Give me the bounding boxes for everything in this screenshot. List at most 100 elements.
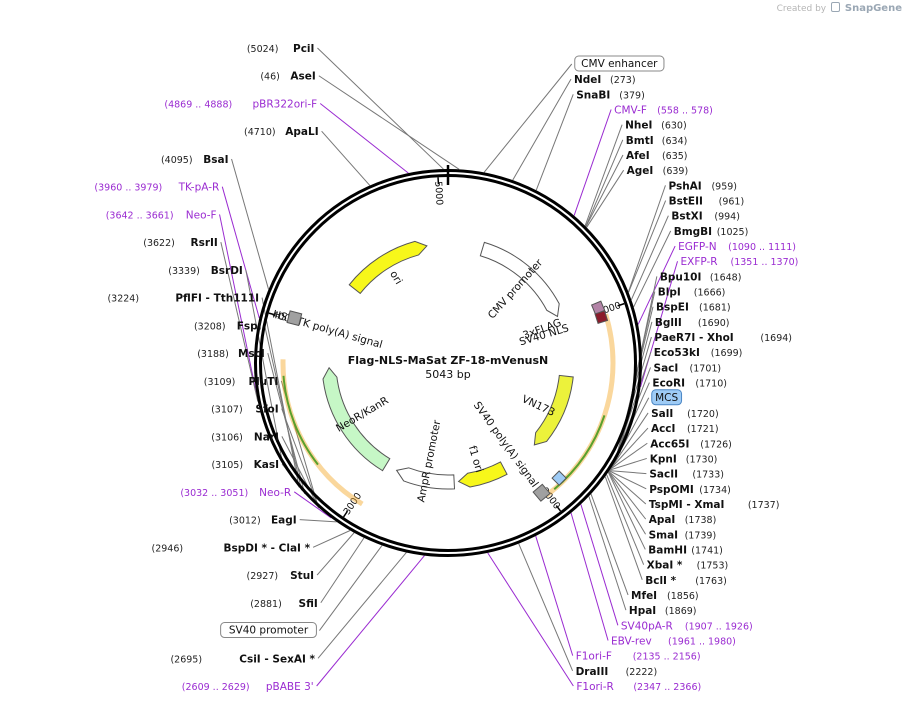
site-agei[interactable]: AgeI(639)	[627, 165, 689, 177]
primer-tk-pa-r[interactable]: TK-pA-R(3960 .. 3979)	[94, 182, 219, 194]
primer-egfp-n[interactable]: EGFP-N(1090 .. 1111)	[678, 241, 796, 253]
site-nari[interactable]: NarI(3106)	[211, 431, 279, 443]
site-afei[interactable]: AfeI (635)	[626, 150, 688, 162]
site-eco53ki[interactable]: Eco53kI(1699)	[654, 347, 743, 359]
center-title: Flag-NLS-MaSat ZF-18-mVenusN 5043 bp	[348, 354, 549, 381]
site-bspei[interactable]: BspEI(1681)	[656, 302, 731, 314]
site-paer7i[interactable]: PaeR7I - XhoI(1694)	[654, 332, 792, 344]
site-nhei[interactable]: NheI(630)	[625, 120, 687, 132]
ori-arrow[interactable]	[348, 240, 428, 295]
site-name: AfeI	[626, 150, 650, 162]
leader-f1ori-r	[487, 552, 574, 687]
site-kpni[interactable]: KpnI(1730)	[650, 453, 718, 465]
primer-cmv-f[interactable]: CMV-F(558 .. 578)	[614, 105, 713, 117]
site-name: SnaBI	[576, 89, 610, 101]
site-bamhi[interactable]: BamHI(1741)	[648, 544, 723, 556]
site-bpu10i[interactable]: Bpu10I(1648)	[660, 271, 742, 283]
site-pflfi[interactable]: PflFI - Tth111I(3224)	[107, 293, 259, 305]
site-asei[interactable]: AseI(46)	[260, 71, 316, 83]
site-pcii[interactable]: PciI(5024)	[247, 43, 315, 55]
mcs-feature[interactable]	[551, 470, 567, 486]
site-position: (2946)	[152, 543, 184, 554]
site-draiii[interactable]: DraIII(2222)	[576, 666, 658, 678]
site-position: (1701)	[690, 363, 722, 374]
site-position: (1730)	[686, 454, 718, 465]
leader-apai	[608, 471, 647, 520]
site-name: CMV-F	[614, 105, 647, 117]
sv40-nls-feature[interactable]	[594, 310, 609, 325]
site-saci[interactable]: SacI(1701)	[654, 362, 722, 374]
site-bcli[interactable]: BclI *(1763)	[645, 575, 727, 587]
site-name: PaeR7I - XhoI	[654, 332, 733, 344]
site-bsrdi[interactable]: BsrDI(3339)	[168, 265, 243, 277]
site-bspdi[interactable]: BspDI * - ClaI *(2946)	[152, 542, 311, 554]
primer-sv40pa-r[interactable]: SV40pA-R(1907 .. 1926)	[621, 620, 753, 632]
site-bsteii[interactable]: BstEII(961)	[669, 196, 745, 208]
site-sfoi[interactable]: SfoI(3107)	[211, 404, 279, 416]
primer-pbabe-3[interactable]: pBABE 3'(2609 .. 2629)	[182, 681, 314, 693]
site-position: (46)	[260, 72, 280, 83]
site-sfii[interactable]: SfiI(2881)	[250, 598, 318, 610]
site-xbai[interactable]: XbaI *(1753)	[647, 560, 729, 572]
site-smai[interactable]: SmaI(1739)	[649, 529, 717, 541]
backbone-ring	[254, 165, 642, 557]
primer-neo-f[interactable]: Neo-F(3642 .. 3661)	[106, 209, 217, 221]
site-ecori[interactable]: EcoRI(1710)	[652, 378, 727, 390]
site-snabi[interactable]: SnaBI (379)	[576, 89, 645, 101]
site-fspi[interactable]: FspI(3208)	[194, 320, 262, 332]
site-name: TspMI - XmaI	[649, 499, 725, 511]
site-position: (2927)	[247, 571, 279, 582]
site-msci[interactable]: MscI(3188)	[197, 348, 265, 360]
feature-tag-cmv-enhancer[interactable]: CMV enhancer	[574, 55, 665, 72]
cmv-promoter-arrow[interactable]	[479, 241, 560, 318]
leader-bmti	[585, 139, 624, 227]
site-stui[interactable]: StuI(2927)	[247, 570, 315, 582]
site-position: (635)	[662, 151, 688, 162]
site-bsai[interactable]: BsaI(4095)	[161, 154, 229, 166]
site-acc65i[interactable]: Acc65I(1726)	[650, 438, 732, 450]
feature-tag-mcs[interactable]: MCS	[651, 389, 683, 406]
site-pspomi[interactable]: PspOMI(1734)	[649, 484, 731, 496]
site-apali[interactable]: ApaLI(4710)	[244, 126, 319, 138]
site-mfei[interactable]: MfeI(1856)	[631, 590, 699, 602]
site-position: (379)	[619, 90, 645, 101]
site-name: RsrII	[191, 237, 218, 249]
site-ndei[interactable]: NdeI(273)	[574, 74, 636, 86]
neor-kanr-arrow[interactable]	[322, 366, 391, 472]
site-sali[interactable]: SalI(1720)	[651, 408, 719, 420]
vn173-arrow[interactable]	[533, 374, 574, 446]
primer-exfp-r[interactable]: EXFP-R(1351 .. 1370)	[681, 256, 799, 268]
sv40-poly-a-signal-feature[interactable]	[532, 483, 551, 502]
site-bmgbi[interactable]: BmgBI(1025)	[674, 226, 749, 238]
site-apai[interactable]: ApaI(1738)	[649, 514, 717, 526]
f1-ori-arrow[interactable]	[457, 461, 508, 488]
site-hpai[interactable]: HpaI(1869)	[629, 605, 697, 617]
primer-neo-r[interactable]: Neo-R(3032 .. 3051)	[180, 487, 291, 499]
site-bstxi[interactable]: BstXI(994)	[671, 211, 740, 223]
site-pluti[interactable]: PluTI(3109)	[204, 376, 279, 388]
primer-f1ori-r[interactable]: F1ori-R(2347 .. 2366)	[576, 681, 701, 693]
site-eagi[interactable]: EagI(3012)	[229, 515, 297, 527]
site-rsrii[interactable]: RsrII(3622)	[143, 237, 218, 249]
site-blpi[interactable]: BlpI(1666)	[658, 287, 726, 299]
site-sacii[interactable]: SacII(1733)	[649, 469, 724, 481]
primer-ebv-rev[interactable]: EBV-rev(1961 .. 1980)	[611, 635, 736, 647]
feature-tag-sv40-promoter[interactable]: SV40 promoter	[220, 622, 317, 639]
site-pshai[interactable]: PshAI(959)	[668, 180, 737, 192]
site-name: BsrDI	[211, 265, 243, 277]
primer-pbr322ori-f[interactable]: pBR322ori-F(4869 .. 4888)	[164, 98, 317, 110]
site-csii[interactable]: CsiI - SexAI *(2695)	[170, 653, 315, 665]
site-kasi[interactable]: KasI(3105)	[211, 459, 279, 471]
site-position: (1763)	[695, 576, 727, 587]
site-bglii[interactable]: BglII(1690)	[655, 317, 730, 329]
site-acci[interactable]: AccI(1721)	[651, 423, 719, 435]
site-bmti[interactable]: BmtI(634)	[626, 135, 688, 147]
site-position: (1856)	[667, 591, 699, 602]
site-position: (961)	[719, 197, 745, 208]
primer-f1ori-f[interactable]: F1ori-F(2135 .. 2156)	[576, 651, 701, 663]
site-tspmi[interactable]: TspMI - XmaI(1737)	[649, 499, 780, 511]
hsv-tk-box-feature[interactable]	[286, 310, 303, 327]
leader-eagi	[299, 519, 337, 523]
ampr-promoter-arrow[interactable]	[395, 467, 456, 490]
